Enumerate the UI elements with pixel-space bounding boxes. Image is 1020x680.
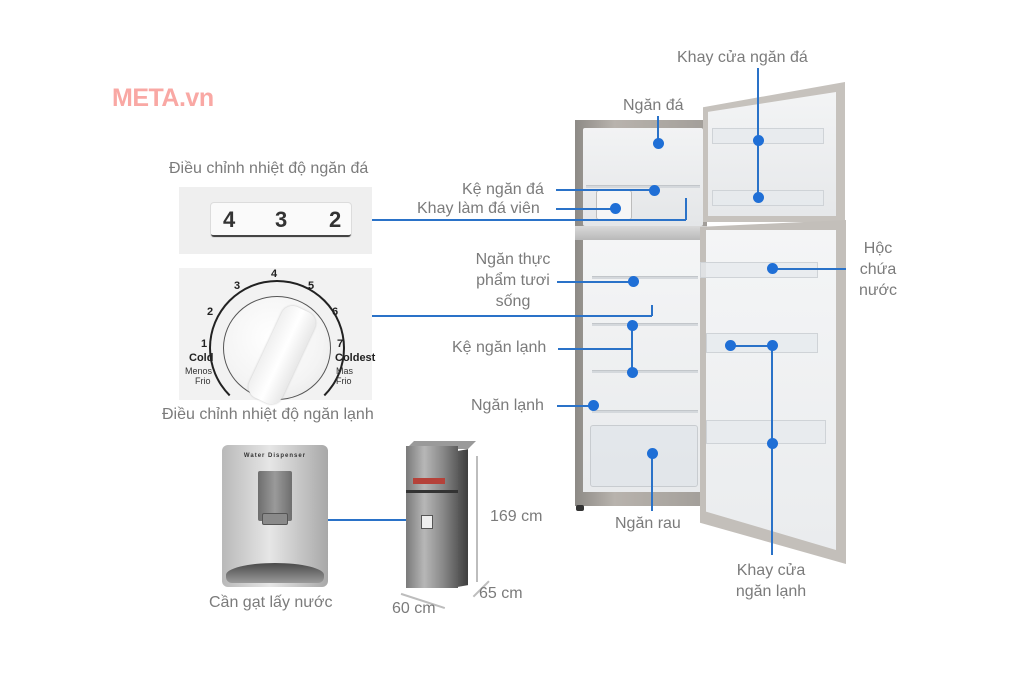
- freezer-dial-number: 3: [275, 207, 288, 232]
- callout-line-freezer: [657, 116, 659, 144]
- label-fridge-door-tray: Khay cửa ngăn lạnh: [735, 562, 807, 600]
- callout-line-fridge: [557, 405, 593, 407]
- dispenser-drip-tray: [226, 563, 324, 583]
- brand-logo: META.vn: [112, 84, 214, 112]
- compartment-divider: [575, 226, 707, 240]
- scale-2: 2: [207, 306, 214, 318]
- water-dispenser-image: Water Dispenser: [222, 445, 328, 587]
- callout-dot: [766, 339, 778, 351]
- water-tank: [700, 262, 818, 278]
- callout-dot: [724, 339, 736, 351]
- callout-line-freezer-dial-riser: [685, 198, 687, 220]
- callout-dot: [648, 184, 660, 196]
- scale-4: 4: [271, 268, 278, 280]
- label-fridge: Ngăn lạnh: [471, 397, 544, 414]
- fridge-door-tray-1: [706, 333, 818, 353]
- callout-line-fresh-food: [557, 281, 633, 283]
- label-freezer-shelf: Kệ ngăn đá: [462, 181, 544, 198]
- callout-line-fridge-shelf-vertical: [631, 325, 633, 371]
- callout-line-fridge-door-tray-h: [730, 345, 772, 347]
- dimension-height: 169 cm: [490, 508, 543, 525]
- callout-dot: [752, 191, 764, 203]
- fridge-door-tray-2: [706, 420, 826, 444]
- coldest-sub-1: Mas: [336, 366, 354, 376]
- dispenser-panel-text: Water Dispenser: [243, 453, 307, 459]
- scale-5: 5: [308, 280, 315, 292]
- callout-dot: [646, 447, 658, 459]
- callout-dot: [752, 134, 764, 146]
- coldest-label: Coldest: [335, 352, 376, 364]
- freezer-door-tray-1: [712, 128, 824, 144]
- cold-sub-1: Menos: [185, 366, 213, 376]
- fridge-dial-title: Điều chỉnh nhiệt độ ngăn lạnh: [162, 406, 374, 423]
- callout-line-fridge-dial-riser: [651, 305, 653, 316]
- callout-line-freezer-shelf: [556, 189, 654, 191]
- callout-line-water-tank: [772, 268, 846, 270]
- callout-dot: [766, 437, 778, 449]
- scale-7: 7: [337, 338, 344, 350]
- height-arrow: [476, 456, 478, 582]
- label-freezer-door-tray: Khay cửa ngăn đá: [677, 49, 808, 66]
- dispenser-recess: [258, 471, 292, 521]
- label-ice-tray: Khay làm đá viên: [417, 200, 540, 217]
- cold-label: Cold: [189, 352, 214, 364]
- scale-6: 6: [332, 306, 339, 318]
- callout-line-freezer-dial: [372, 219, 686, 221]
- small-fridge-dispenser: [421, 515, 433, 529]
- scale-1: 1: [201, 338, 208, 350]
- label-fridge-shelf: Kệ ngăn lạnh: [452, 339, 547, 356]
- freezer-dial-image: 4 3 2: [179, 187, 372, 254]
- label-freezer: Ngăn đá: [623, 97, 684, 114]
- coldest-sub-2: Frio: [336, 376, 352, 386]
- callout-line-fridge-dial: [372, 315, 652, 317]
- fridge-shelf-2: [592, 370, 698, 373]
- freezer-dial-number: 2: [329, 207, 342, 232]
- small-fridge-side: [458, 449, 468, 587]
- callout-dot: [587, 399, 599, 411]
- fridge-shelf-1: [592, 323, 698, 326]
- label-water-tank: Hộc chứa nước: [858, 240, 898, 299]
- freezer-shelf: [586, 185, 700, 188]
- scale-3: 3: [234, 280, 241, 292]
- dimension-depth: 65 cm: [479, 585, 523, 602]
- crisper-cover: [592, 410, 698, 413]
- cold-sub-2: Frio: [195, 376, 211, 386]
- dispenser-lever: [262, 513, 288, 525]
- freezer-door-tray-2: [712, 190, 824, 206]
- dial-arc: [209, 280, 345, 416]
- callout-dot: [627, 275, 639, 287]
- freezer-dial-title: Điều chỉnh nhiệt độ ngăn đá: [169, 160, 369, 177]
- callout-dot: [609, 202, 621, 214]
- water-dispenser-title: Cần gạt lấy nước: [209, 594, 333, 611]
- callout-line-freezer-door-tray: [757, 68, 759, 198]
- fridge-dial-image: 1 2 3 4 5 6 7 Cold Menos Frio Coldest Ma…: [179, 268, 376, 416]
- freezer-dial-strip: 4 3 2: [211, 203, 351, 237]
- dispenser-callout-line: [328, 519, 424, 521]
- label-vegetable-drawer: Ngăn rau: [615, 515, 681, 532]
- callout-line-fridge-door-tray: [771, 345, 773, 555]
- callout-dot: [626, 366, 638, 378]
- callout-dot: [652, 137, 664, 149]
- dimension-width: 60 cm: [392, 600, 436, 617]
- vegetable-drawer: [590, 425, 698, 487]
- callout-line-fridge-shelf: [558, 348, 632, 350]
- callout-line-vegetable-drawer: [651, 453, 653, 511]
- freezer-dial-number: 4: [223, 207, 236, 232]
- label-fresh-food: Ngăn thực phẩm tươi sống: [475, 251, 551, 310]
- fridge-foot: [576, 505, 584, 511]
- callout-dot: [766, 262, 778, 274]
- callout-dot: [626, 319, 638, 331]
- small-fridge-display: [413, 478, 445, 484]
- small-fridge-split: [406, 490, 458, 493]
- fresh-food-shelf: [592, 276, 698, 279]
- fridge-dial-knob: [223, 296, 331, 408]
- callout-line-ice-tray: [556, 208, 614, 210]
